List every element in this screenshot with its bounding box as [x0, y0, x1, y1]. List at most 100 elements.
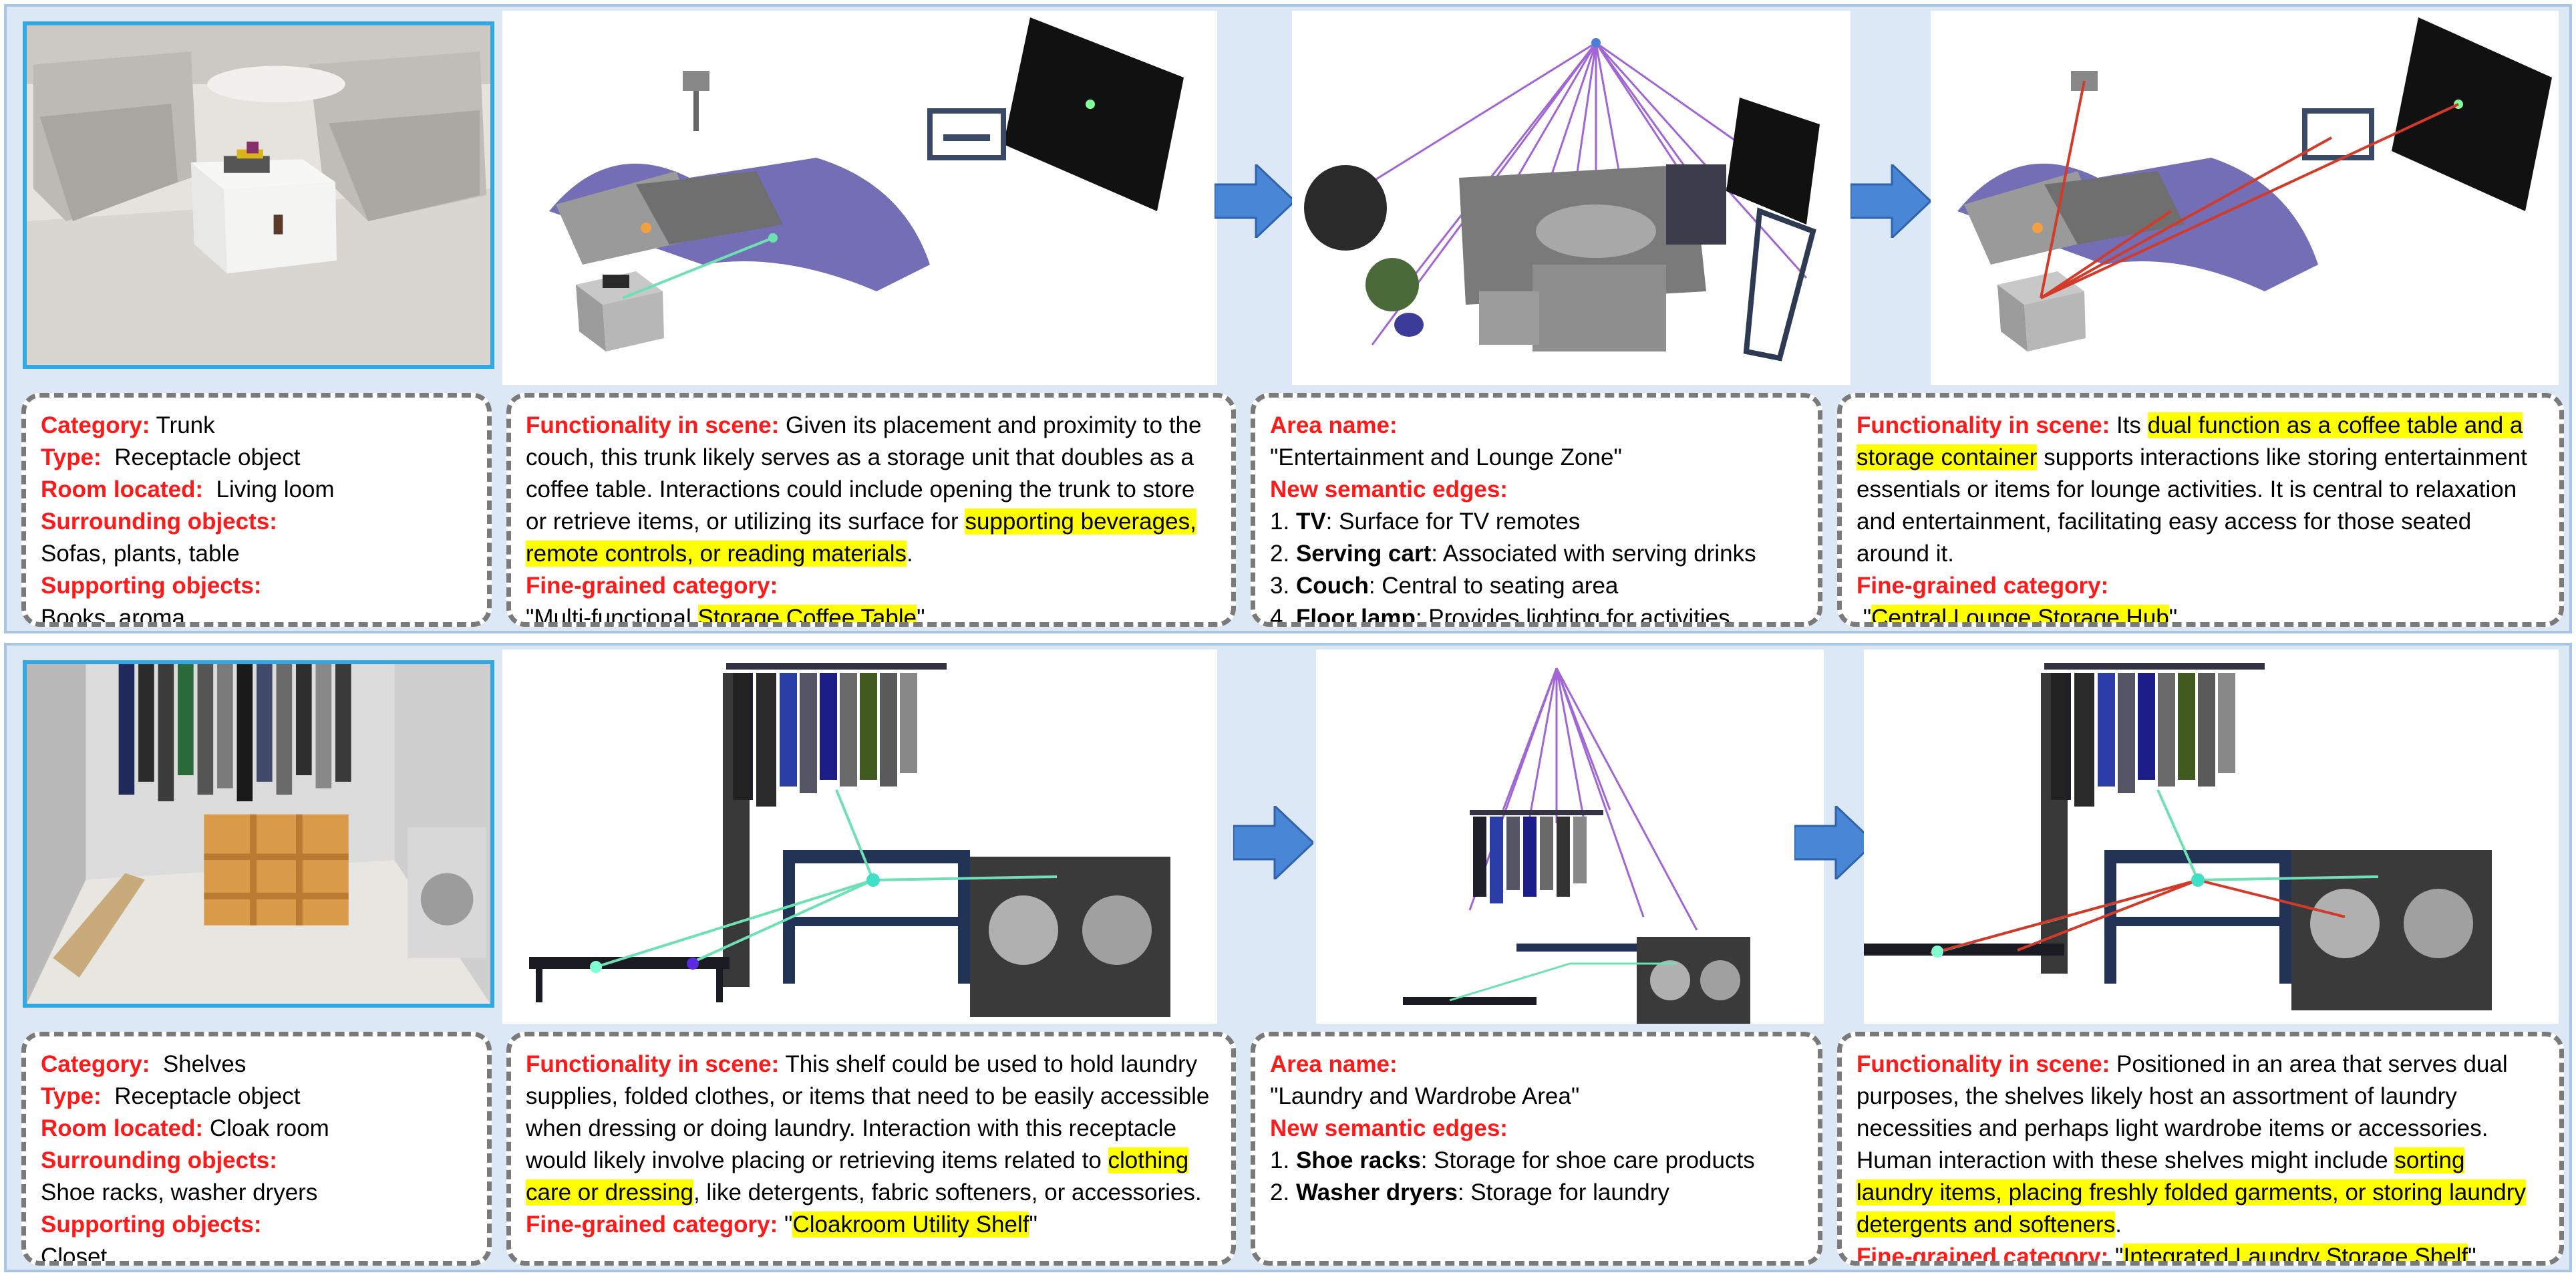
edge-name: TV [1295, 509, 1326, 535]
shelves-refined-graph-view [1864, 650, 2559, 1024]
arrow-right-icon [1850, 164, 1931, 238]
room-label: Room located: [41, 1115, 204, 1141]
functionality-text: Positioned in an area that serves dual p… [1857, 1051, 2508, 1173]
area-name-label: Area name: [1270, 1051, 1398, 1077]
functionality-card: Functionality in scene: Given its placem… [506, 393, 1236, 627]
trunk-refined-graph-view [1931, 11, 2559, 385]
functionality-card: Functionality in scene: This shelf could… [506, 1032, 1236, 1266]
category-label: Category: [41, 412, 150, 438]
fine-grained-suffix: " [2168, 605, 2178, 627]
fine-grained-prefix: " [2115, 1244, 2124, 1266]
edge-name: Couch [1295, 573, 1369, 599]
living-room-trunk-render [23, 21, 494, 369]
fine-grained-prefix: "Multi-functional [526, 605, 691, 627]
edge-name: Washer dryers [1295, 1179, 1458, 1205]
object-info-card: Category: Trunk Type: Receptacle object … [21, 393, 492, 627]
surrounding-value: Shoe racks, washer dryers [41, 1179, 318, 1205]
supporting-value: Books, aroma [41, 605, 185, 627]
edge-description: : Central to seating area [1368, 573, 1619, 599]
functionality-label: Functionality in scene: [1857, 412, 2110, 438]
functionality-text: Given its placement and proximity to the… [526, 412, 1202, 535]
arrow-right-icon [1794, 806, 1875, 879]
shelves-object-graph-view [502, 650, 1217, 1024]
semantic-edge-item: 2. Serving cart: Associated with serving… [1270, 538, 1803, 570]
category-value: Trunk [156, 412, 215, 438]
area-card: Area name: "Entertainment and Lounge Zon… [1251, 393, 1822, 627]
edge-name: Shoe racks [1295, 1147, 1421, 1173]
edge-number: 2. [1270, 541, 1290, 567]
category-value: Shelves [162, 1051, 247, 1077]
edge-description: : Storage for shoe care products [1420, 1147, 1755, 1173]
semantic-edges-label: New semantic edges: [1270, 1115, 1508, 1141]
fine-grained-label: Fine-grained category: [1857, 1244, 2109, 1266]
shelves-area-graph-view [1316, 650, 1824, 1024]
fine-grained-value: Central Lounge Storage Hub [1871, 605, 2169, 622]
shelves-example-panel: Category: Shelves Type: Receptacle objec… [4, 643, 2572, 1272]
edge-number: 3. [1270, 573, 1290, 599]
semantic-edge-item: 3. Couch: Central to seating area [1270, 570, 1803, 602]
semantic-edge-item: 1. Shoe racks: Storage for shoe care pro… [1270, 1145, 1803, 1177]
edge-description: : Provides lighting for activities [1415, 605, 1730, 627]
fine-grained-prefix: " [784, 1211, 793, 1238]
fine-grained-label: Fine-grained category: [526, 573, 778, 599]
fine-grained-value: Cloakroom Utility Shelf [792, 1211, 1029, 1238]
type-value: Receptacle object [114, 1083, 301, 1109]
room-label: Room located: [41, 476, 204, 503]
area-card: Area name: "Laundry and Wardrobe Area" N… [1251, 1032, 1822, 1266]
area-name-value: "Laundry and Wardrobe Area" [1270, 1083, 1580, 1109]
edge-name: Serving cart [1295, 541, 1432, 567]
edge-name: Floor lamp [1295, 605, 1416, 627]
area-name-label: Area name: [1270, 412, 1398, 438]
type-label: Type: [41, 1083, 102, 1109]
edge-number: 1. [1270, 1147, 1290, 1173]
fine-grained-suffix: " [1029, 1211, 1037, 1238]
fine-grained-prefix: " [1863, 605, 1872, 627]
arrow-right-icon [1215, 164, 1295, 238]
semantic-edge-item: 1. TV: Surface for TV remotes [1270, 506, 1803, 538]
fine-grained-label: Fine-grained category: [1857, 573, 2109, 599]
arrow-right-icon [1233, 806, 1313, 879]
refined-functionality-card: Functionality in scene: Positioned in an… [1837, 1032, 2564, 1266]
category-label: Category: [41, 1051, 150, 1077]
semantic-edge-item: 4. Floor lamp: Provides lighting for act… [1270, 602, 1803, 627]
functionality-text-end: . [2115, 1211, 2122, 1238]
refined-functionality-card: Functionality in scene: Its dual functio… [1837, 393, 2564, 627]
edge-description: : Storage for laundry [1457, 1179, 1669, 1205]
fine-grained-suffix: " [2468, 1244, 2476, 1266]
fine-grained-value: Integrated Laundry Storage Shelf [2123, 1244, 2468, 1261]
functionality-text-end: supports interactions like storing enter… [1857, 444, 2527, 567]
fine-grained-value: Storage Coffee Table [697, 605, 917, 622]
functionality-text-end: , like detergents, fabric softeners, or … [693, 1179, 1202, 1205]
functionality-text-end: . [906, 541, 913, 567]
semantic-edges-label: New semantic edges: [1270, 476, 1508, 503]
functionality-text: This shelf could be used to hold laundry… [526, 1051, 1210, 1173]
functionality-label: Functionality in scene: [526, 1051, 780, 1077]
supporting-label: Supporting objects: [41, 1211, 262, 1238]
fine-grained-suffix: " [917, 605, 925, 627]
area-name-value: "Entertainment and Lounge Zone" [1270, 444, 1622, 470]
edge-description: : Surface for TV remotes [1325, 509, 1581, 535]
edge-number: 4. [1270, 605, 1290, 627]
surrounding-label: Surrounding objects: [41, 509, 277, 535]
type-value: Receptacle object [114, 444, 301, 470]
cloak-room-shelves-render [23, 660, 494, 1008]
trunk-object-graph-view [502, 11, 1217, 385]
edge-number: 1. [1270, 509, 1290, 535]
trunk-example-panel: Category: Trunk Type: Receptacle object … [4, 4, 2572, 633]
edge-number: 2. [1270, 1179, 1290, 1205]
surrounding-label: Surrounding objects: [41, 1147, 277, 1173]
functionality-label: Functionality in scene: [1857, 1051, 2110, 1077]
room-value: Living loom [216, 476, 335, 503]
fine-grained-label: Fine-grained category: [526, 1211, 778, 1238]
supporting-label: Supporting objects: [41, 573, 262, 599]
object-info-card: Category: Shelves Type: Receptacle objec… [21, 1032, 492, 1266]
trunk-area-graph-view [1292, 11, 1850, 385]
surrounding-value: Sofas, plants, table [41, 541, 240, 567]
supporting-value: Closet [41, 1244, 108, 1266]
edge-description: : Associated with serving drinks [1431, 541, 1756, 567]
type-label: Type: [41, 444, 102, 470]
functionality-text: Its [2116, 412, 2141, 438]
functionality-label: Functionality in scene: [526, 412, 780, 438]
room-value: Cloak room [209, 1115, 329, 1141]
semantic-edge-item: 2. Washer dryers: Storage for laundry [1270, 1177, 1803, 1209]
